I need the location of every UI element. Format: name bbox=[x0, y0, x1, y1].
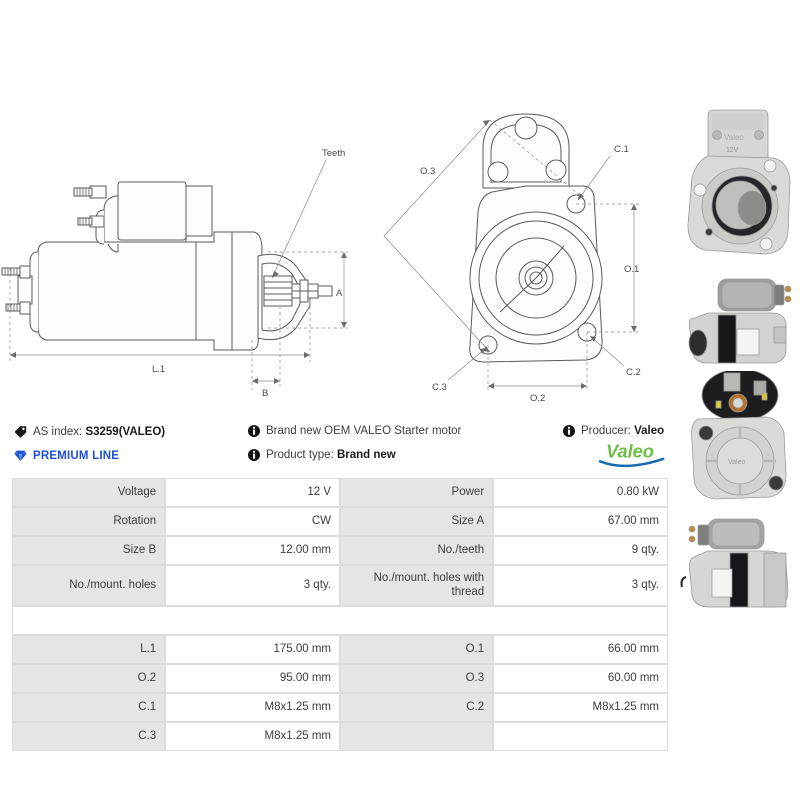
product-type-value: Brand new bbox=[336, 449, 396, 461]
spec-key: L.1 bbox=[12, 634, 166, 664]
spec-value: M8x1.25 mm bbox=[165, 692, 340, 722]
front-view-label-c3: C.3 bbox=[432, 382, 447, 393]
valeo-logo-text: Valeo bbox=[606, 441, 654, 461]
spec-key: No./mount. holes with thread bbox=[339, 565, 494, 606]
spacer-cell bbox=[12, 605, 668, 635]
valeo-brand-logo: Valeo bbox=[598, 441, 665, 468]
table-row: No./mount. holes 3 qty. No./mount. holes… bbox=[12, 565, 668, 606]
front-view-label-c2: C.2 bbox=[626, 367, 641, 378]
spec-value: 3 qty. bbox=[493, 565, 668, 606]
product-photo-gallery: Valeo 12V bbox=[678, 104, 798, 615]
spec-value: M8x1.25 mm bbox=[493, 692, 668, 722]
producer-row: Producer: Valeo bbox=[563, 425, 664, 437]
spec-value: CW bbox=[165, 507, 340, 536]
front-view-label-c1: C.1 bbox=[614, 144, 629, 155]
technical-drawings: A L.1 B Teeth bbox=[0, 100, 680, 410]
side-view-label-teeth: Teeth bbox=[322, 148, 345, 159]
front-view-label-o1: O.1 bbox=[624, 264, 639, 275]
spec-key: No./teeth bbox=[339, 536, 494, 565]
side-view-label-b: B bbox=[262, 388, 268, 399]
spec-value: 66.00 mm bbox=[493, 634, 668, 664]
table-row: O.2 95.00 mm O.3 60.00 mm bbox=[12, 663, 668, 693]
spec-key: C.1 bbox=[12, 692, 166, 722]
spec-key: Power bbox=[339, 478, 494, 507]
as-index-value: S3259(VALEO) bbox=[85, 425, 166, 438]
info-icon bbox=[248, 449, 260, 461]
spec-value: 95.00 mm bbox=[165, 663, 340, 693]
spec-key: C.3 bbox=[12, 721, 166, 751]
tag-icon bbox=[14, 425, 27, 438]
premium-line-label: PREMIUM LINE bbox=[33, 449, 120, 462]
as-index-label: AS index: bbox=[33, 425, 83, 438]
spec-value: 0.80 kW bbox=[493, 478, 668, 507]
producer-value: Valeo bbox=[634, 425, 665, 437]
spec-value-empty bbox=[493, 721, 668, 751]
info-icon bbox=[563, 425, 575, 437]
front-view-label-o3: O.3 bbox=[420, 166, 435, 177]
spec-key: Size A bbox=[339, 507, 494, 536]
table-spacer-row bbox=[12, 605, 668, 635]
spec-value: M8x1.25 mm bbox=[165, 721, 340, 751]
product-photo-front[interactable]: Valeo 12V bbox=[678, 104, 798, 269]
starter-front-view-drawing: O.1 O.2 O.3 C.1 C.2 C.3 bbox=[383, 113, 641, 404]
spec-key: O.1 bbox=[339, 634, 494, 664]
table-row: Voltage 12 V Power 0.80 kW bbox=[12, 478, 668, 507]
side-view-label-l1: L.1 bbox=[152, 364, 165, 375]
as-index-row: AS index: S3259(VALEO) bbox=[14, 425, 165, 438]
spec-value: 12.00 mm bbox=[165, 536, 340, 565]
table-row: L.1 175.00 mm O.1 66.00 mm bbox=[12, 634, 668, 664]
specifications-table: Voltage 12 V Power 0.80 kW Rotation CW S… bbox=[12, 478, 668, 751]
product-photo-rear[interactable]: Valeo bbox=[678, 371, 798, 511]
table-row: Size B 12.00 mm No./teeth 9 qty. bbox=[12, 536, 668, 565]
spec-table-body: Voltage 12 V Power 0.80 kW Rotation CW S… bbox=[12, 478, 668, 751]
product-info-strip: AS index: S3259(VALEO) PREMIUM LINE Bran… bbox=[0, 420, 680, 475]
product-type-label: Product type: bbox=[266, 449, 334, 461]
svg-text:Valeo: Valeo bbox=[724, 133, 744, 142]
spec-key-empty bbox=[339, 721, 494, 751]
product-description-row: Brand new OEM VALEO Starter motor bbox=[248, 425, 461, 437]
product-type-row: Product type: Brand new bbox=[248, 449, 396, 461]
diamond-icon bbox=[14, 449, 27, 462]
product-photo-side-right[interactable] bbox=[678, 513, 798, 613]
spec-value: 175.00 mm bbox=[165, 634, 340, 664]
info-icon bbox=[248, 425, 260, 437]
spec-value: 9 qty. bbox=[493, 536, 668, 565]
spec-key: O.3 bbox=[339, 663, 494, 693]
premium-line-badge: PREMIUM LINE bbox=[14, 449, 119, 462]
spec-value: 12 V bbox=[165, 478, 340, 507]
spec-key: Size B bbox=[12, 536, 166, 565]
spec-value: 3 qty. bbox=[165, 565, 340, 606]
spec-key: C.2 bbox=[339, 692, 494, 722]
side-view-label-a: A bbox=[336, 288, 343, 299]
starter-side-view-drawing: A L.1 B Teeth bbox=[1, 148, 348, 399]
product-photo-side-left[interactable] bbox=[678, 271, 798, 369]
table-row: C.3 M8x1.25 mm bbox=[12, 721, 668, 751]
producer-label: Producer: bbox=[581, 425, 631, 437]
spec-key: O.2 bbox=[12, 663, 166, 693]
spec-key: Rotation bbox=[12, 507, 166, 536]
front-view-label-o2: O.2 bbox=[530, 393, 545, 404]
product-description: Brand new OEM VALEO Starter motor bbox=[266, 425, 462, 437]
svg-text:12V: 12V bbox=[726, 147, 739, 154]
spec-value: 60.00 mm bbox=[493, 663, 668, 693]
table-row: C.1 M8x1.25 mm C.2 M8x1.25 mm bbox=[12, 692, 668, 722]
spec-key: No./mount. holes bbox=[12, 565, 166, 606]
table-row: Rotation CW Size A 67.00 mm bbox=[12, 507, 668, 536]
spec-value: 67.00 mm bbox=[493, 507, 668, 536]
spec-key: Voltage bbox=[12, 478, 166, 507]
svg-text:Valeo: Valeo bbox=[728, 459, 745, 466]
